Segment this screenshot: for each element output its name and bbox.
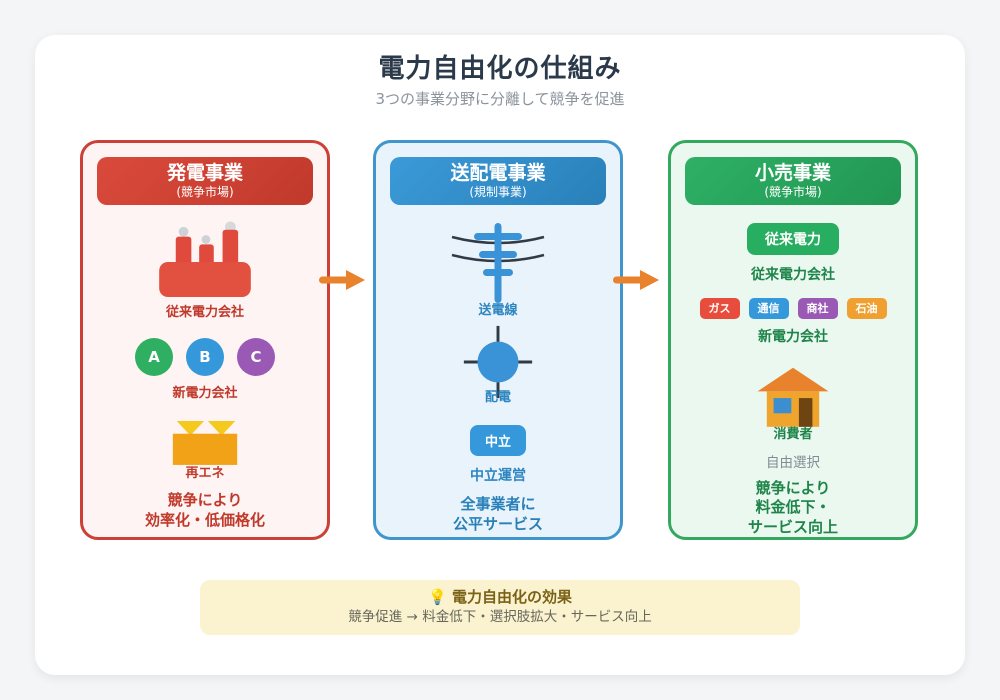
arrow-generation-to-transmission-icon [319,270,365,290]
company-a-circle: A [135,338,173,376]
transmission-header: 送配電事業 (規制事業) [390,157,606,205]
neutral-operation-label: 中立運営 [470,468,526,484]
lightbulb-icon: 💡 [428,588,447,606]
generation-header: 発電事業 (競争市場) [97,157,313,205]
trading-badge: 商社 [797,298,838,319]
consumer-label: 消費者 [773,426,813,442]
retail-header-title: 小売事業 [754,162,831,184]
retail-effect-text: 競争により 料金低下・ サービス向上 [748,479,838,538]
transmission-header-title: 送配電事業 [450,162,546,184]
incumbent-retail-badge: 従来電力 [747,223,839,255]
renewable-energy-icon [172,421,238,465]
page-subtitle: 3つの事業分野に分離して競争を促進 [375,90,625,108]
retail-header: 小売事業 (競争市場) [685,157,901,205]
free-choice-label: 自由選択 [766,454,820,471]
renewable-label: 再エネ [185,466,225,481]
arrow-transmission-to-retail-icon [613,270,659,290]
incumbent-retail-label: 従来電力会社 [751,267,835,283]
diagram-card: 電力自由化の仕組み 3つの事業分野に分離して競争を促進 発電事業 (競争市場) … [35,35,965,675]
retail-column: 小売事業 (競争市場) 従来電力 従来電力会社 ガス 通信 商社 石油 新電力会… [668,140,918,540]
transmission-effect-line2: 公平サービス [452,514,543,533]
banner-title-text: 電力自由化の効果 [451,588,572,606]
incumbent-generator-label: 従来電力会社 [165,305,244,320]
transmission-line-label: 送電線 [478,303,518,318]
company-c-circle: C [237,338,275,376]
transmission-effect-text: 全事業者に 公平サービス [453,495,543,534]
transmission-header-subtitle: (規制事業) [469,185,527,199]
banner-title: 💡 電力自由化の効果 [200,587,800,607]
oil-badge: 石油 [846,298,887,319]
neutral-badge: 中立 [469,425,526,456]
retail-header-subtitle: (競争市場) [764,185,822,199]
effect-banner: 💡 電力自由化の効果 競争促進 → 料金低下・選択肢拡大・サービス向上 [200,580,800,635]
retail-effect-line1: 競争により [755,478,831,497]
transmission-column: 送配電事業 (規制事業) 送電線 配電 中立 中立運営 全事業者に 公平サービス [373,140,623,540]
transmission-line-icon [451,223,545,303]
new-power-companies-label: 新電力会社 [172,386,238,401]
generation-effect-line1: 競争により [167,491,243,509]
retail-effect-line2: 料金低下・ [755,498,831,516]
new-entrant-circles: A B C [135,338,275,376]
generation-column: 発電事業 (競争市場) 従来電力会社 A B C 新電力会社 再エネ 競争により… [80,140,330,540]
retail-effect-line3: サービス向上 [747,517,838,536]
distribution-hub-icon [463,325,533,399]
generation-effect-line2: 効率化・低価格化 [144,510,265,529]
new-retailers-label: 新電力会社 [758,329,828,345]
generation-header-title: 発電事業 [166,162,243,184]
banner-text: 競争促進 → 料金低下・選択肢拡大・サービス向上 [348,609,652,625]
distribution-label: 配電 [484,390,511,405]
company-b-circle: B [186,338,224,376]
transmission-effect-line1: 全事業者に [460,495,536,513]
generation-effect-text: 競争により 効率化・低価格化 [145,491,265,530]
telecom-badge: 通信 [748,298,789,319]
page-title: 電力自由化の仕組み [378,54,622,84]
retail-entrant-badges: ガス 通信 商社 石油 [699,298,887,319]
generation-header-subtitle: (競争市場) [176,185,234,199]
gas-badge: ガス [699,298,740,319]
consumer-house-icon [757,367,829,427]
power-plant-icon [159,221,251,298]
